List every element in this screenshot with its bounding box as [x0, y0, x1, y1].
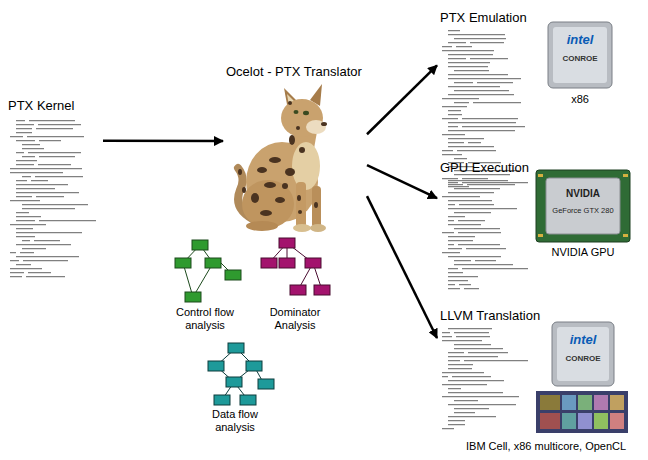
- device-label: NVIDIA GPU: [528, 246, 638, 259]
- stage-title: Ocelot - PTX Translator: [226, 64, 362, 80]
- stage-title: GPU Execution: [440, 160, 529, 176]
- stage-title: LLVM Translation: [440, 308, 540, 324]
- control-flow-graph: [175, 240, 241, 302]
- cell-die-image: [536, 391, 628, 433]
- flow-arrow: [367, 65, 437, 134]
- device-label: x86: [548, 93, 612, 106]
- dominator-tree: [261, 238, 330, 295]
- nvidia-gpu-chip: [536, 170, 630, 242]
- chip-model-text: CONROE: [548, 54, 612, 64]
- stage-node: LLVM Translation: [440, 306, 543, 434]
- chip-model-text: CONROE: [552, 354, 614, 364]
- stage-title: PTX Emulation: [440, 10, 527, 26]
- caption: Data flow analysis: [198, 408, 272, 434]
- flow-arrow: [367, 196, 437, 338]
- code-listing: [10, 120, 96, 277]
- chip-logo-text: NVIDIA: [546, 188, 620, 200]
- data-flow-graph: [208, 343, 274, 405]
- flow-arrow: [367, 165, 437, 198]
- caption: Dominator Analysis: [256, 306, 334, 332]
- chip-model-text: GeForce GTX 280: [546, 206, 620, 215]
- code-listing: [442, 180, 528, 289]
- stage-node: GPU Execution: [440, 158, 532, 292]
- chip-logo-text: intel: [552, 332, 614, 348]
- stage-node: Ocelot - PTX Translator: [226, 62, 364, 234]
- intel-chip: [552, 322, 614, 386]
- device-label: IBM Cell, x86 multicore, OpenCL: [466, 440, 642, 453]
- caption: Control flow analysis: [166, 306, 244, 332]
- code-listing: [442, 328, 528, 429]
- stage-title: PTX Kernel: [8, 98, 74, 114]
- intel-chip: [548, 22, 612, 88]
- flow-arrow: [103, 139, 223, 142]
- ocelot-illustration: [238, 84, 327, 232]
- stage-node: PTX Kernel: [8, 96, 100, 282]
- chip-logo-text: intel: [548, 32, 612, 48]
